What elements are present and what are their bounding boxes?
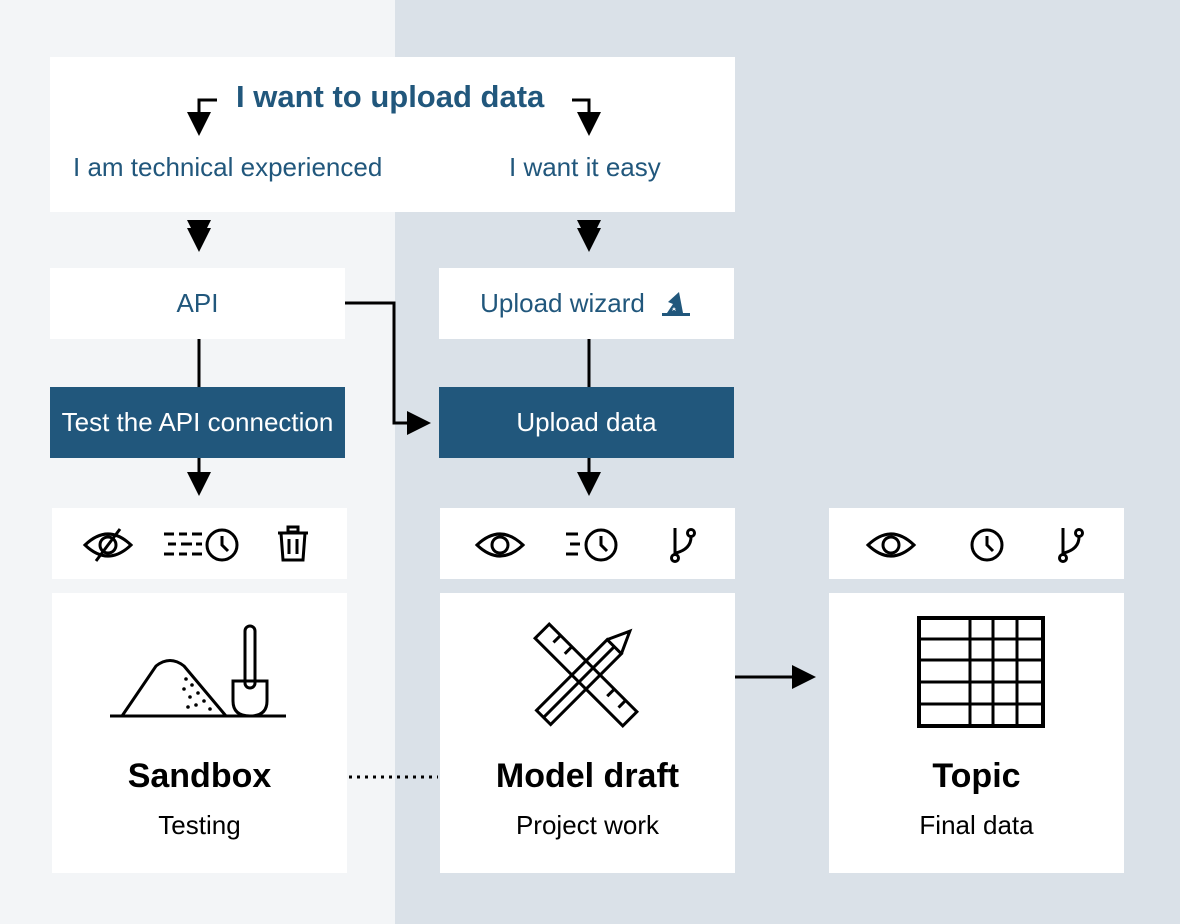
model-draft-title: Model draft <box>495 757 680 795</box>
branch-icon[interactable] <box>1056 525 1086 563</box>
ruler-pencil-icon <box>532 621 640 729</box>
arrow-to-technical <box>187 98 217 136</box>
api-to-upload-arrow <box>345 301 431 435</box>
sandbox-icon-bar <box>52 508 347 579</box>
option-technical[interactable]: I am technical experienced <box>73 152 383 182</box>
api-label: API <box>176 288 219 318</box>
upload-wizard-label: Upload wizard <box>480 288 645 318</box>
table-icon <box>917 616 1045 728</box>
topic-title: Topic <box>932 757 1021 795</box>
header-title: I want to upload data <box>236 79 545 114</box>
clock-icon[interactable] <box>969 527 1005 563</box>
model-draft-icon-bar <box>440 508 735 579</box>
model-draft-card[interactable]: Model draft Project work <box>440 593 735 873</box>
eye-icon[interactable] <box>474 525 526 565</box>
sandbox-icon <box>110 624 286 718</box>
list-history-icon[interactable] <box>162 526 242 562</box>
upload-data-label: Upload data <box>516 407 657 437</box>
model-draft-subtitle: Project work <box>515 810 660 840</box>
option-easy[interactable]: I want it easy <box>509 152 661 182</box>
upload-data-button[interactable]: Upload data <box>439 387 734 458</box>
api-box[interactable]: API <box>50 268 345 339</box>
wizard-hat-icon <box>661 291 690 316</box>
sandbox-title: Sandbox <box>127 757 272 795</box>
topic-subtitle: Final data <box>919 810 1034 840</box>
test-api-label: Test the API connection <box>61 407 334 437</box>
topic-icon-bar <box>829 508 1124 579</box>
header-box: I want to upload data I am technical exp… <box>50 57 735 212</box>
topic-card[interactable]: Topic Final data <box>829 593 1124 873</box>
branch-icon[interactable] <box>668 525 698 563</box>
trash-icon[interactable] <box>276 525 310 563</box>
sandbox-subtitle: Testing <box>158 810 241 840</box>
upload-wizard-box[interactable]: Upload wizard <box>439 268 734 339</box>
eye-icon[interactable] <box>865 525 917 565</box>
arrow-to-easy <box>572 98 601 136</box>
list-history-icon[interactable] <box>564 526 620 562</box>
sandbox-card[interactable]: Sandbox Testing <box>52 593 347 873</box>
eye-crossed-icon[interactable] <box>82 525 134 565</box>
test-api-button[interactable]: Test the API connection <box>50 387 345 458</box>
